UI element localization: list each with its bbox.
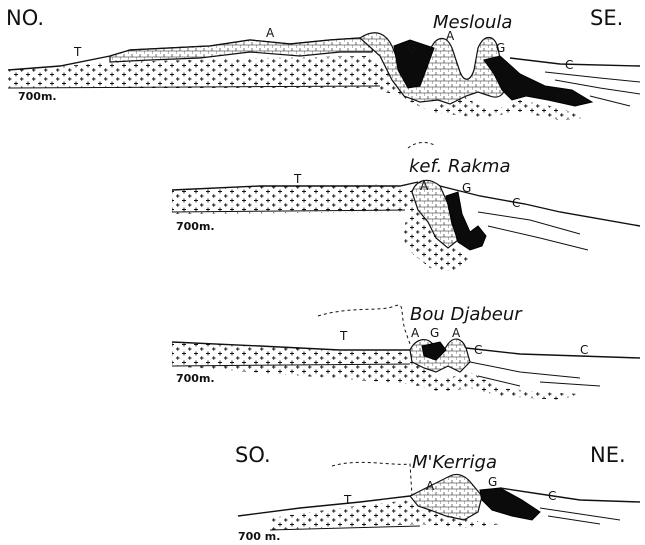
orientation-southeast: SE.: [590, 6, 623, 30]
formation-label: C: [548, 489, 556, 503]
formation-label: G: [462, 181, 471, 195]
section-mesloula: 700m. Mesloula T A G A G C: [8, 12, 640, 120]
former-profile: [408, 143, 436, 149]
gypsum-body-east: [484, 56, 592, 106]
formation-label: A: [452, 326, 461, 340]
ground-surface-east: [510, 58, 640, 66]
section-kef-rakma: 700m. kef. Rakma T A G C: [172, 143, 640, 273]
cretaceous-strata: [540, 508, 620, 524]
formation-label: T: [343, 493, 352, 507]
former-profile: [318, 305, 410, 344]
formation-label: T: [339, 329, 348, 343]
altitude-label: 700m.: [18, 90, 57, 103]
site-label: Bou Djabeur: [410, 304, 523, 325]
formation-label: C: [580, 343, 588, 357]
orientation-northeast: NE.: [590, 443, 626, 467]
formation-label: T: [73, 45, 82, 59]
orientation-southwest: SO.: [235, 443, 271, 467]
orientation-northwest: NO.: [6, 6, 44, 30]
formation-label: C: [565, 58, 573, 72]
altitude-label: 700m.: [176, 220, 215, 233]
altitude-label: 700 m.: [238, 530, 280, 543]
formation-label: A: [266, 26, 275, 40]
site-label: Mesloula: [433, 12, 512, 33]
formation-label: C: [512, 196, 520, 210]
cretaceous-strata: [470, 362, 600, 386]
section-mkerriga: 700 m. M'Kerriga T A G C: [238, 452, 640, 543]
section-bou-djabeur: 700m. Bou Djabeur T A G A C C: [172, 304, 640, 400]
formation-label: T: [293, 172, 302, 186]
formation-label: G: [407, 41, 416, 55]
former-profile: [332, 462, 412, 496]
formation-label: C: [474, 343, 482, 357]
ground-surface-east: [466, 348, 640, 358]
altitude-label: 700m.: [176, 372, 215, 385]
cretaceous-strata: [478, 212, 588, 250]
formation-label: A: [420, 179, 429, 193]
site-label: kef. Rakma: [409, 156, 511, 177]
formation-label: A: [426, 479, 435, 493]
formation-label: G: [496, 41, 505, 55]
formation-label: A: [446, 29, 455, 43]
formation-label: G: [488, 475, 497, 489]
site-label: M'Kerriga: [412, 452, 497, 473]
formation-label: A: [411, 326, 420, 340]
formation-label: G: [430, 326, 439, 340]
